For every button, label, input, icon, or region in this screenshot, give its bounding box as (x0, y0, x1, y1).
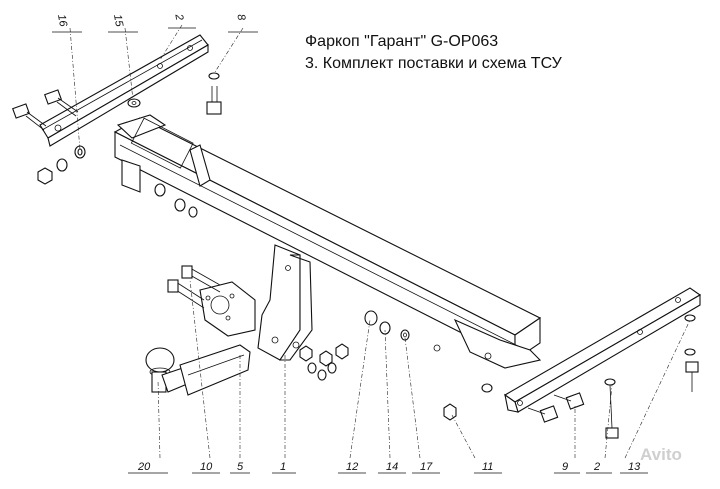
callout-12: 12 (346, 461, 358, 473)
callout-13: 13 (628, 461, 641, 473)
main-crossbeam (113, 114, 542, 369)
callout-10: 10 (200, 461, 213, 473)
ball-arm (179, 344, 251, 396)
ball-mount-flange (167, 265, 256, 337)
washer-15 (127, 98, 141, 108)
callout-2-top: 2 (172, 12, 185, 21)
callout-16: 16 (55, 13, 69, 28)
drawing-title: Фаркоп "Гарант" G-OP063 (305, 33, 499, 50)
callout-14: 14 (386, 461, 398, 473)
callout-8: 8 (234, 13, 247, 22)
center-mount-plate (257, 244, 313, 361)
bolt-set-bottom-right (443, 314, 699, 439)
callout-11: 11 (482, 461, 493, 473)
drawing-subtitle: 3. Комплект поставки и схема ТСУ (305, 55, 562, 72)
leader-lines (69, 24, 691, 459)
callout-2-bottom: 2 (593, 461, 600, 473)
bolt-set-top-left (12, 89, 86, 185)
right-fasteners (364, 310, 410, 341)
callout-1: 1 (280, 461, 286, 473)
callout-17: 17 (420, 461, 433, 473)
bolt-8 (206, 72, 222, 115)
center-fasteners (299, 343, 349, 381)
callout-15: 15 (111, 13, 125, 28)
right-bracket (503, 287, 702, 413)
callout-9: 9 (562, 461, 568, 473)
left-bracket (39, 34, 209, 147)
callout-labels: 16 15 2 8 20 10 5 1 12 14 17 11 9 2 13 (52, 12, 648, 474)
callout-20: 20 (137, 461, 151, 473)
beam-nuts (154, 183, 198, 218)
watermark-logo: Avito (640, 445, 682, 464)
callout-5: 5 (237, 461, 244, 473)
